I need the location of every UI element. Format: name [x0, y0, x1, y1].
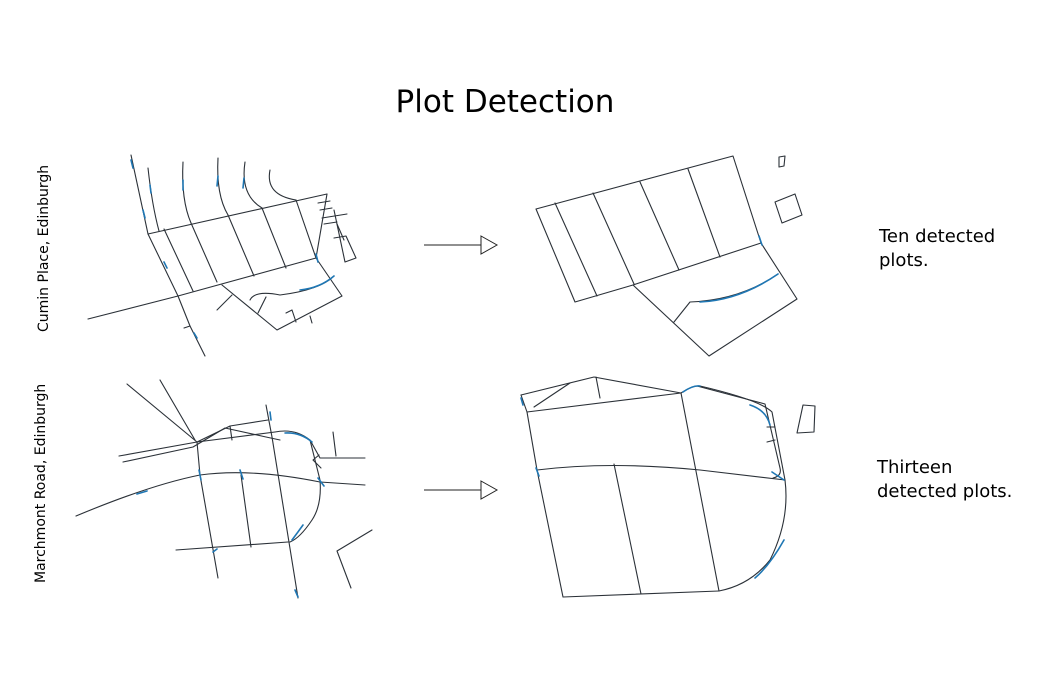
node-markers	[136, 411, 325, 598]
arrow-right-icon	[424, 235, 499, 255]
figure-title: Plot Detection	[395, 84, 615, 120]
plot-node-markers	[520, 385, 785, 579]
road-lines	[87, 154, 357, 357]
caption-marchmont-road: Thirteen detected plots.	[877, 456, 1012, 504]
node-markers	[130, 159, 335, 339]
caption-line: Ten detected	[879, 226, 996, 247]
plot-node-markers	[699, 235, 779, 303]
caption-cumin-place: Ten detected plots.	[879, 225, 995, 273]
arrow-right-icon	[424, 480, 499, 500]
plot-outlines	[520, 376, 816, 598]
caption-line: detected plots.	[877, 481, 1013, 502]
caption-line: Thirteen	[877, 457, 953, 478]
caption-line: plots.	[879, 250, 929, 271]
road-lines	[75, 379, 373, 599]
